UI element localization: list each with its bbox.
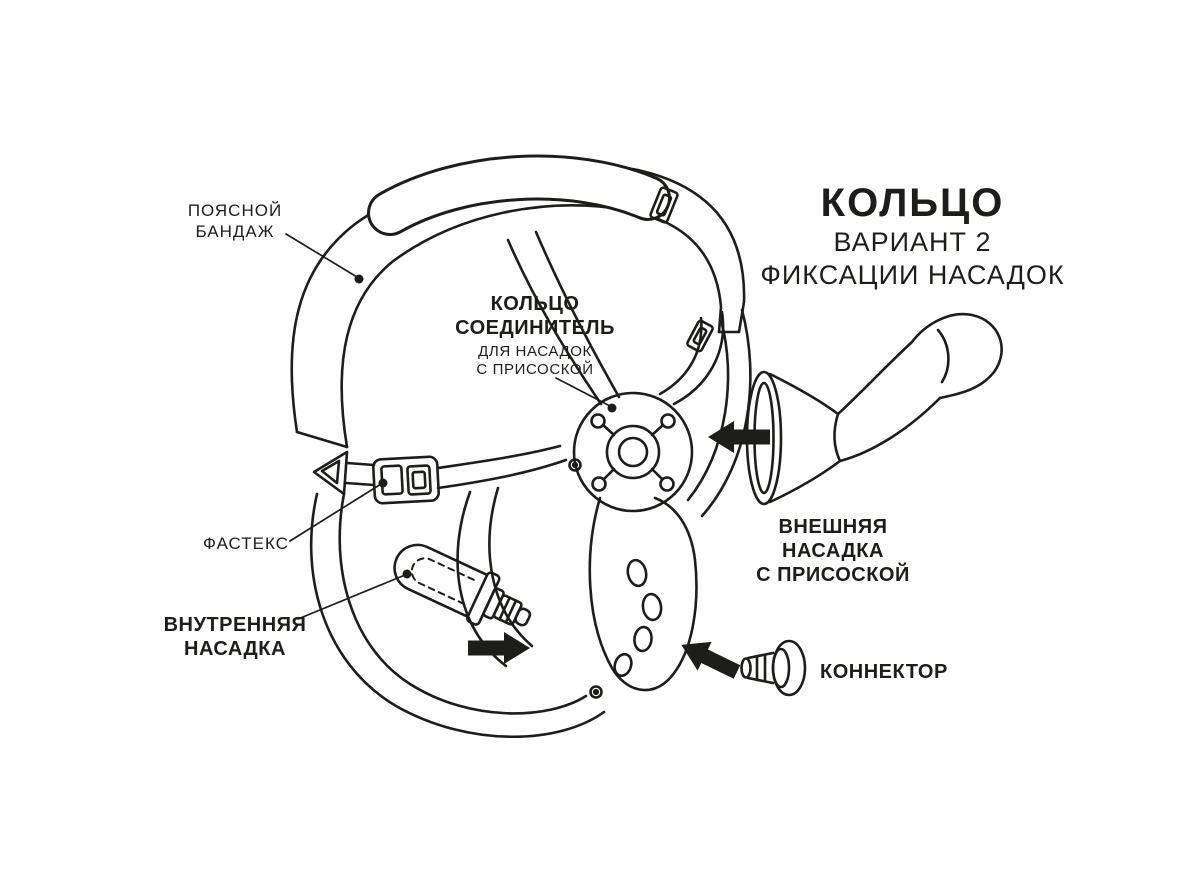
side-panel-drawing — [588, 496, 698, 699]
ring-connector-label-line-3: ДЛЯ НАСАДОК — [478, 343, 592, 360]
outer-attachment-drawing — [745, 312, 1003, 506]
outer-attachment-label-line-2: НАСАДКА — [782, 540, 884, 562]
diagram-title: КОЛЬЦО ВАРИАНТ 2 ФИКСАЦИИ НАСАДОК — [740, 180, 1085, 292]
connector-label: КОННЕКТОР — [820, 661, 948, 683]
arrow-up-left-icon — [674, 630, 745, 687]
outer-attachment-label-line-1: ВНЕШНЯЯ — [778, 516, 888, 538]
ring-connector-label-line-4: С ПРИСОСКОЙ — [476, 361, 594, 378]
waist-band-drawing — [290, 154, 746, 449]
inner-attachment-label-line-1: ВНУТРЕННЯЯ — [163, 614, 307, 636]
label-outer-attachment: ВНЕШНЯЯ НАСАДКА С ПРИСОСКОЙ — [733, 515, 933, 587]
leg-straps-drawing — [309, 486, 606, 739]
label-connector: КОННЕКТОР — [820, 660, 980, 684]
label-inner-attachment: ВНУТРЕННЯЯ НАСАДКА — [160, 613, 310, 661]
waist-band-label-line-1: ПОЯСНОЙ — [187, 201, 283, 220]
waist-band-label-line-2: БАНДАЖ — [195, 222, 275, 241]
title-line-1: КОЛЬЦО — [820, 181, 1005, 225]
title-line-2: ВАРИАНТ 2 — [833, 227, 992, 257]
outer-attachment-label-line-3: С ПРИСОСКОЙ — [756, 564, 910, 586]
inner-attachment-drawing — [393, 543, 532, 627]
suspender-strap-drawing — [506, 230, 621, 406]
ring-plate-drawing — [572, 391, 694, 513]
label-fastex: ФАСТЕКС — [196, 533, 296, 554]
front-strap-drawing — [436, 444, 582, 490]
fastex-label: ФАСТЕКС — [203, 534, 289, 553]
connector-drawing — [740, 639, 807, 697]
fastex-buckle-drawing — [344, 455, 440, 505]
title-line-3: ФИКСАЦИИ НАСАДОК — [760, 260, 1065, 290]
belt-slider-drawing — [649, 186, 679, 224]
label-waist-band: ПОЯСНОЙ БАНДАЖ — [170, 200, 300, 242]
strap-adjuster-drawing — [312, 450, 349, 496]
ring-connector-label-line-1: КОЛЬЦО — [490, 293, 580, 315]
label-ring-connector: КОЛЬЦО СОЕДИНИТЕЛЬ ДЛЯ НАСАДОК С ПРИСОСК… — [445, 292, 625, 379]
leader-lines — [285, 233, 617, 620]
ring-connector-label-line-2: СОЕДИНИТЕЛЬ — [455, 317, 615, 339]
inner-attachment-label-line-2: НАСАДКА — [184, 638, 286, 660]
